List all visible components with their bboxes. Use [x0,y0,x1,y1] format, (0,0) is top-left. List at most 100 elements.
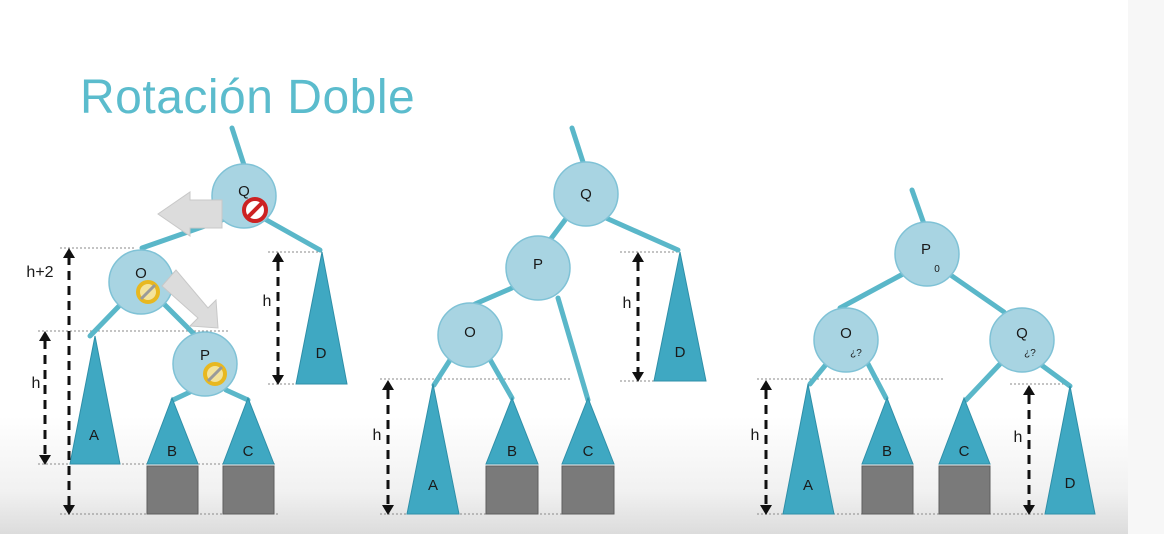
subtree-d-label: D [1065,475,1076,492]
block-b [861,465,914,515]
subtree-c [561,396,615,465]
subtree-a-label: A [803,477,813,494]
node-o-label: O [135,265,147,282]
node-q-label: Q [580,186,592,203]
height-label-d: h [623,295,632,312]
subtree-a [406,383,460,515]
edge-o-a [807,359,831,387]
node-p-label: P [921,241,931,258]
arrow-down-icon [382,505,394,515]
height-label-a: h [32,375,41,392]
subtree-b-label: B [882,443,892,460]
slide-edge [1128,0,1164,534]
subtree-b [485,396,539,465]
arrow-up-icon [1023,385,1035,395]
edge-o-a [431,357,453,388]
node-q-label: Q [238,183,250,200]
subtree-a [782,383,835,515]
edge-o-p [157,297,198,338]
node-p-label: P [533,256,543,273]
height-label-d: h [263,293,272,310]
arrow-down-icon [1023,505,1035,515]
diagram-after-rotation: P 0 O ¿? Q ¿? A B C D h h [751,187,1096,515]
arrow-down-icon [760,505,772,515]
edge-q-c [963,361,1003,403]
edge-q-d [260,215,323,253]
height-label-outer: h+2 [26,264,53,281]
arrow-up-icon [63,248,75,258]
edge-p-b [170,389,193,403]
arrow-down-icon [272,375,284,385]
arrow-up-icon [272,252,284,262]
node-o-label: O [464,324,476,341]
edge-root-parent [569,125,586,165]
slide-title: Rotación Doble [80,71,416,124]
node-p [894,221,960,287]
diagram-before-rotation: Q O P A B C D h+2 h h [26,125,348,515]
subtree-c-label: C [583,443,594,460]
arrow-down-icon [63,505,75,515]
arrow-up-icon [760,380,772,390]
node-o-label: O [840,325,852,342]
subtree-d-label: D [675,344,686,361]
edge-o-a [87,302,123,339]
edge-p-c [223,387,251,403]
edge-root-parent [229,125,247,168]
node-o [437,302,503,368]
node-q-label: Q [1016,325,1028,342]
no-entry-icon [136,280,160,304]
diagram-intermediate: Q P O A B C D h h [373,125,707,515]
arrow-up-icon [382,380,394,390]
subtree-b [861,396,914,465]
height-label-a: h [751,427,760,444]
subtree-c-label: C [243,443,254,460]
edge-p-c [555,295,591,403]
height-label-a: h [373,427,382,444]
subtree-b-label: B [167,443,177,460]
subtree-b-label: B [507,443,517,460]
subtree-c [222,396,275,465]
edge-o-b [485,353,515,401]
node-q [989,307,1055,373]
node-p-label: P [200,347,210,364]
edge-p-o [837,271,906,311]
edge-o-b [863,357,889,401]
wide-arrow-icon [157,191,223,237]
node-q-balance: ¿? [1024,348,1036,359]
subtree-a-label: A [428,477,438,494]
arrow-down-icon [39,455,51,465]
block-c [561,465,615,515]
edge-q-p [547,217,568,243]
node-o [813,307,879,373]
edge-root-parent [909,187,927,227]
subtree-d [1044,385,1096,515]
node-p [172,331,238,397]
subtree-d-label: D [316,345,327,362]
subtree-a [69,335,121,465]
height-label-d: h [1014,429,1023,446]
edge-q-d [603,215,681,253]
subtree-c [938,396,991,465]
node-q [553,161,619,227]
edge-q-d [1037,361,1073,389]
subtree-a-label: A [89,427,99,444]
block-b [485,465,539,515]
block-b [146,465,199,515]
arrow-up-icon [632,252,644,262]
arrow-up-icon [39,331,51,341]
subtree-d [295,251,348,385]
edge-p-q [949,273,1007,315]
no-entry-icon [203,362,227,386]
node-p [505,235,571,301]
subtree-d [653,251,707,382]
node-p-balance: 0 [934,264,940,275]
block-c [222,465,275,515]
wide-arrow-icon [161,269,219,329]
subtree-c-label: C [959,443,970,460]
block-c [938,465,991,515]
subtree-b [146,396,199,465]
arrow-down-icon [632,372,644,382]
node-o-balance: ¿? [850,348,862,359]
node-o [108,249,174,315]
